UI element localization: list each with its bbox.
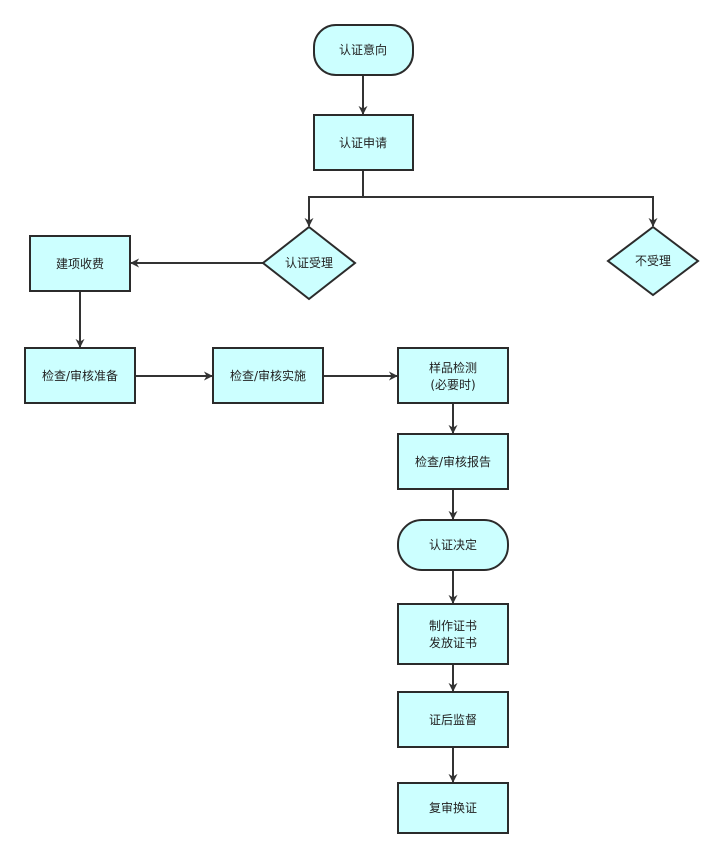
edges	[75, 75, 658, 783]
node-report[interactable]: 检查/审核报告	[397, 433, 509, 490]
edge-split-to-acceptance	[304, 196, 363, 227]
node-application-label: 认证申请	[339, 136, 387, 150]
node-not-accepted-label: 不受理	[635, 254, 671, 268]
node-sample-label-line2: (必要时)	[430, 378, 475, 392]
node-acceptance[interactable]: 认证受理	[261, 225, 357, 301]
node-certificate-label-line2: 发放证书	[429, 635, 477, 650]
node-sample-label-line1: 样品检测	[429, 360, 477, 375]
edge-split-to-not-accepted	[363, 196, 658, 227]
nodes: 认证意向 认证申请 认证受理 不受理 建项收费 检查/审核准备 检查/审核实施	[24, 24, 700, 834]
node-fee-label: 建项收费	[56, 257, 104, 271]
node-acceptance-label: 认证受理	[285, 256, 333, 270]
node-implementation[interactable]: 检查/审核实施	[212, 347, 324, 404]
node-certificate-label-line1: 制作证书	[429, 619, 477, 633]
node-decision-label: 认证决定	[429, 537, 477, 552]
node-not-accepted[interactable]: 不受理	[606, 225, 700, 297]
node-application[interactable]: 认证申请	[313, 114, 414, 171]
node-report-label: 检查/审核报告	[415, 454, 491, 469]
node-sample[interactable]: 样品检测 (必要时)	[397, 347, 509, 404]
node-renewal[interactable]: 复审换证	[397, 782, 509, 834]
node-decision[interactable]: 认证决定	[397, 519, 509, 571]
node-prep-label: 检查/审核准备	[42, 368, 118, 383]
node-prep[interactable]: 检查/审核准备	[24, 347, 136, 404]
node-supervision-label: 证后监督	[429, 712, 477, 727]
node-supervision[interactable]: 证后监督	[397, 691, 509, 748]
node-renewal-label: 复审换证	[429, 800, 477, 815]
node-fee[interactable]: 建项收费	[29, 235, 131, 292]
node-intent[interactable]: 认证意向	[313, 24, 414, 76]
node-implementation-label: 检查/审核实施	[230, 368, 306, 383]
node-certificate[interactable]: 制作证书 发放证书	[397, 603, 509, 665]
node-intent-label: 认证意向	[339, 42, 387, 57]
